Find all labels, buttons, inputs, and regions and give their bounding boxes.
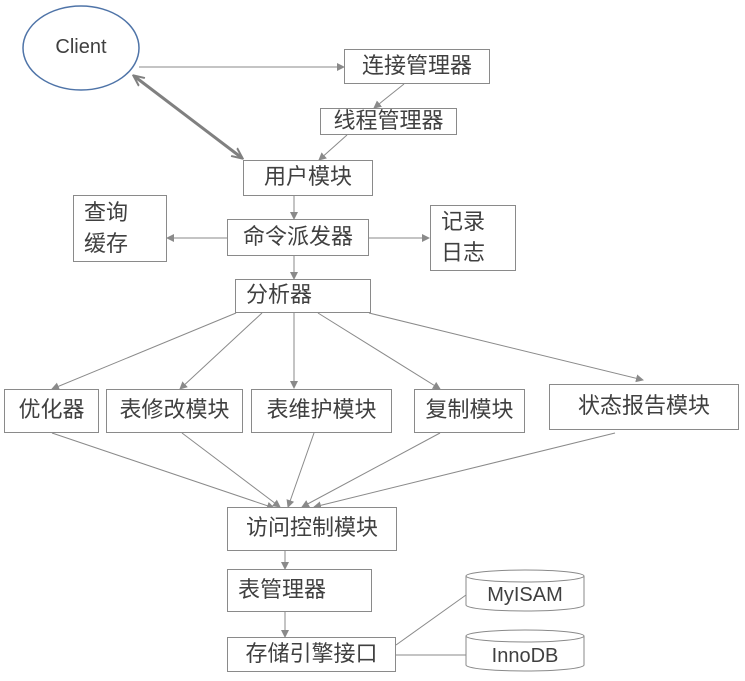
edge-connection-thread <box>373 83 405 109</box>
edge-client-user <box>134 76 242 158</box>
table-maintain-module-box: 表维护模块 <box>251 389 392 433</box>
connection-manager-box: 连接管理器 <box>344 49 490 84</box>
log-line1: 记录 <box>441 210 486 235</box>
client-ellipse <box>22 5 140 91</box>
edge-replication-access <box>301 432 441 508</box>
user-module-box: 用户模块 <box>243 160 373 196</box>
query-cache-line2: 缓存 <box>84 231 129 257</box>
edge-optimizer-access <box>51 432 275 510</box>
edge-parser-replication <box>317 312 441 390</box>
optimizer-box: 优化器 <box>4 389 99 433</box>
query-cache-line1: 查询 <box>84 200 129 226</box>
client-label: Client <box>55 36 107 58</box>
myisam-label: MyISAM <box>487 584 563 606</box>
edge-parser-status <box>368 312 644 383</box>
edge-status-access <box>313 432 616 510</box>
edge-thread-user <box>318 134 348 161</box>
log-line2: 日志 <box>441 241 486 266</box>
myisam-cylinder <box>465 569 585 612</box>
table-manager-box: 表管理器 <box>227 569 372 612</box>
query-cache-box: 查询 缓存 <box>73 195 167 262</box>
status-report-module-box: 状态报告模块 <box>549 384 739 430</box>
table-modify-module-box: 表修改模块 <box>106 389 243 433</box>
thread-manager-box: 线程管理器 <box>320 108 457 135</box>
innodb-cylinder <box>465 629 585 672</box>
innodb-label: InnoDB <box>491 645 559 667</box>
edge-storage-myisam <box>395 594 467 646</box>
storage-engine-interface-box: 存储引擎接口 <box>227 637 396 672</box>
log-box: 记录 日志 <box>430 205 516 271</box>
access-control-module-box: 访问控制模块 <box>227 507 397 551</box>
command-dispatcher-box: 命令派发器 <box>227 219 369 256</box>
parser-box: 分析器 <box>235 279 371 313</box>
replication-module-box: 复制模块 <box>414 389 525 433</box>
edge-parser-optimizer <box>51 312 237 391</box>
edge-table-modify-access <box>181 432 281 508</box>
edge-table-maintain-access <box>286 432 315 508</box>
edge-parser-table-modify <box>179 312 263 390</box>
